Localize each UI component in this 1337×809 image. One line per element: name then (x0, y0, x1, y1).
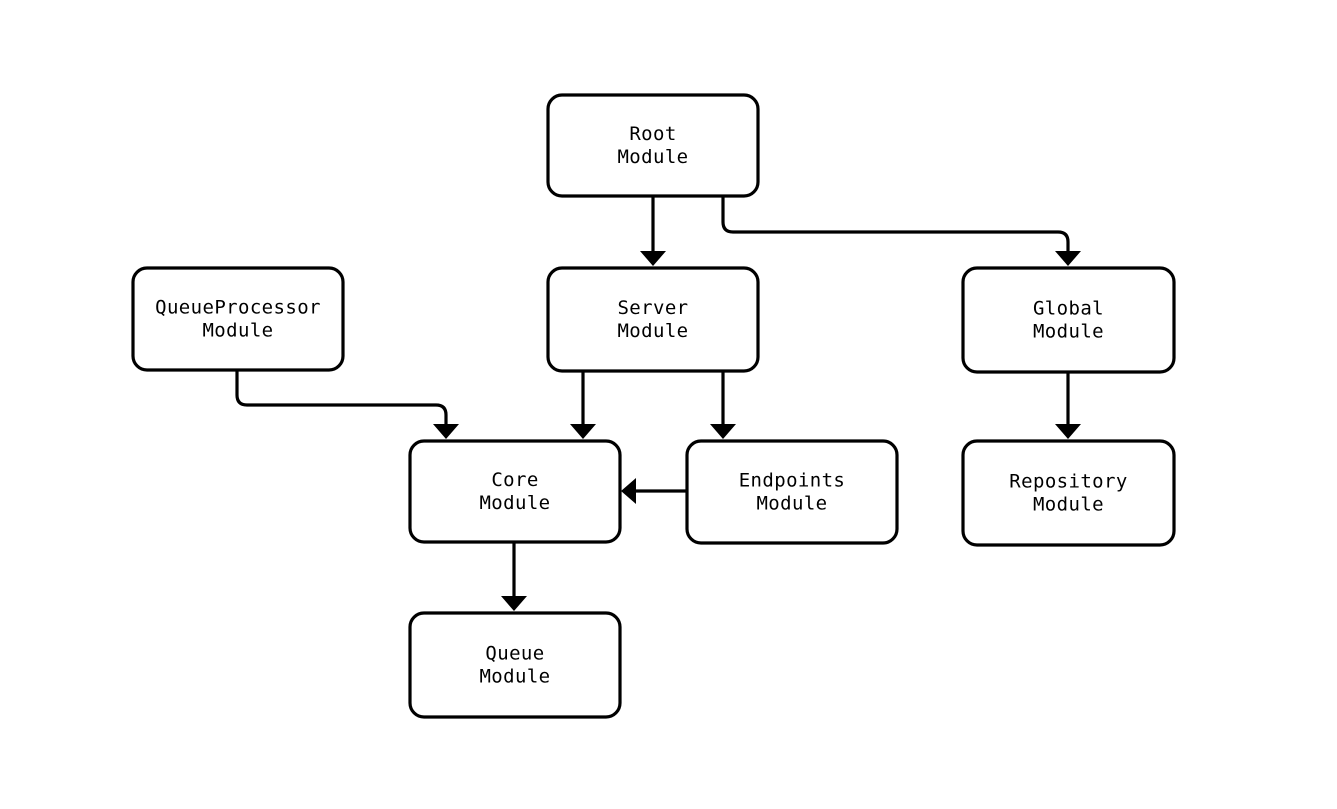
edge-server-to-core (570, 371, 596, 439)
edges-layer (235, 196, 1081, 611)
node-label-line2: Module (1033, 321, 1104, 343)
node-label-line2: Module (479, 666, 550, 688)
arrow-head-icon (570, 424, 596, 439)
edge-line (235, 370, 448, 427)
arrow-head-icon (1055, 251, 1081, 266)
arrow-head-icon (1055, 424, 1081, 439)
arrow-head-icon (640, 251, 666, 266)
node-label-line2: Module (202, 320, 273, 342)
node-label-line2: Module (1033, 494, 1104, 516)
node-label-line1: Server (617, 297, 688, 319)
node-label-line2: Module (617, 146, 688, 168)
edge-queueprocessor-to-core (235, 370, 459, 439)
edge-line (721, 196, 1070, 254)
edge-endpoints-to-core (621, 478, 687, 504)
node-box[interactable] (546, 93, 760, 198)
edge-root-to-server (640, 196, 666, 266)
node-label-line1: Core (491, 469, 538, 491)
nodes-layer: RootModuleQueueProcessorModuleServerModu… (131, 93, 1176, 719)
node-label-line2: Module (756, 493, 827, 515)
node-label-line1: Global (1033, 298, 1104, 320)
node-box[interactable] (131, 266, 345, 372)
node-label-line1: Repository (1009, 471, 1127, 493)
arrow-head-icon (433, 424, 459, 439)
node-label-line1: Endpoints (739, 470, 846, 492)
node-box[interactable] (961, 439, 1176, 547)
node-box[interactable] (546, 266, 760, 373)
node-label-line2: Module (617, 320, 688, 342)
node-box[interactable] (408, 439, 622, 544)
node-box[interactable] (408, 611, 622, 719)
node-label-line1: QueueProcessor (155, 297, 321, 319)
node-label-line1: Root (629, 123, 676, 145)
node-box[interactable] (961, 266, 1176, 374)
node-label-line1: Queue (485, 643, 544, 665)
node-label-line2: Module (479, 492, 550, 514)
edge-core-to-queue (501, 542, 527, 611)
arrow-head-icon (621, 478, 636, 504)
arrow-head-icon (501, 596, 527, 611)
edge-global-to-repository (1055, 372, 1081, 439)
node-box[interactable] (685, 439, 899, 545)
edge-server-to-endpoints (710, 371, 736, 439)
arrow-head-icon (710, 424, 736, 439)
edge-root-to-global (721, 196, 1081, 266)
